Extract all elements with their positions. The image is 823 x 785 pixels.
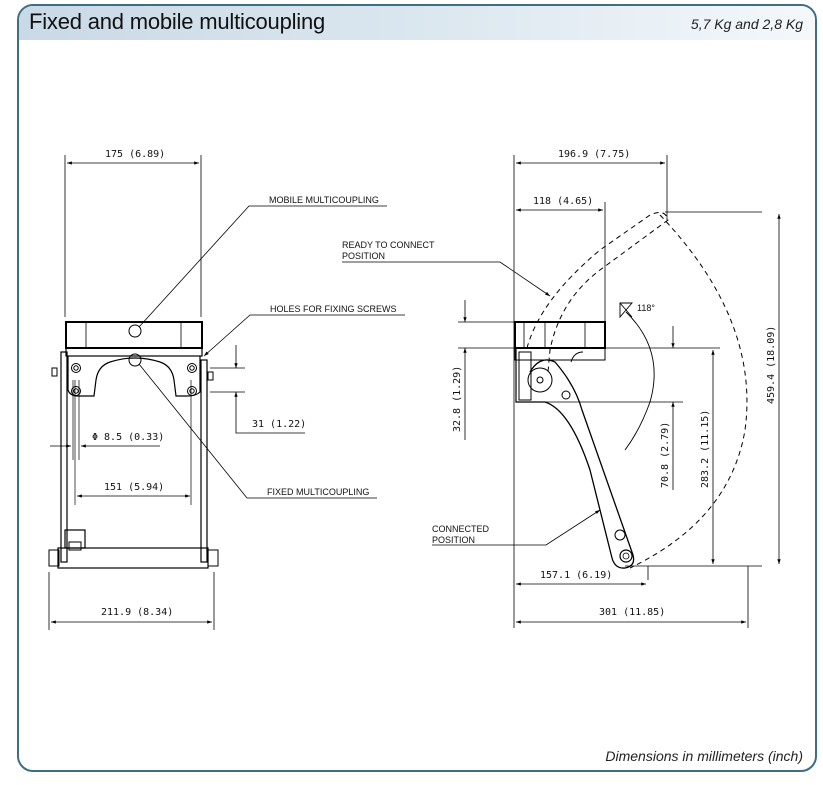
dim-157-1: 157.1 (6.19): [540, 570, 612, 581]
side-view: [342, 155, 781, 628]
dim-70-8: 70.8 (2.79): [660, 422, 671, 488]
fixed-hole: [128, 353, 142, 367]
dim-301: 301 (11.85): [599, 607, 665, 618]
header-bar: Fixed and mobile multicoupling 5,7 Kg an…: [19, 6, 815, 40]
angle-118: 118°: [637, 303, 655, 313]
leader-connected: [432, 509, 601, 546]
ready-position-outline: [526, 211, 669, 373]
callout-fixed-multicoupling: FIXED MULTICOUPLING: [267, 487, 369, 497]
leader-fixed: [138, 363, 377, 499]
callout-connected-line2: POSITION: [432, 535, 475, 545]
units-note: Dimensions in millimeters (inch): [605, 748, 803, 764]
leader-holes: [203, 314, 405, 357]
dim-32-8: 32.8 (1.29): [452, 366, 463, 432]
dim-283-2: 283.2 (11.15): [700, 410, 711, 488]
callout-ready-line2: POSITION: [342, 251, 385, 261]
swing-arc: [629, 214, 748, 569]
mobile-hole: [128, 324, 142, 338]
dim-175: 175 (6.89): [105, 149, 165, 160]
callout-mobile-multicoupling: MOBILE MULTICOUPLING: [269, 195, 379, 205]
dim-211-9: 211.9 (8.34): [101, 607, 173, 618]
lever-arm: [529, 359, 635, 569]
callout-ready-line1: READY TO CONNECT: [342, 240, 435, 250]
dim-31: 31 (1.22): [252, 419, 306, 430]
callout-holes-fixing-screws: HOLES FOR FIXING SCREWS: [270, 304, 397, 314]
angle-arc: [624, 311, 655, 451]
angle-symbol-icon: [619, 302, 633, 319]
leader-mobile: [138, 205, 387, 328]
leader-ready: [342, 261, 551, 297]
fixing-screw-holes: [71, 363, 197, 396]
callout-connected-line1: CONNECTED: [432, 524, 490, 534]
front-view: [48, 155, 405, 630]
dim-459-4: 459.4 (18.09): [766, 326, 777, 404]
drawing-frame: Fixed and mobile multicoupling 5,7 Kg an…: [17, 4, 817, 772]
dim-phi-8-5: Φ 8.5 (0.33): [92, 432, 164, 443]
dim-118: 118 (4.65): [533, 196, 593, 207]
dim-196-9: 196.9 (7.75): [558, 149, 630, 160]
handle-screw: [619, 549, 633, 563]
page-title: Fixed and mobile multicoupling: [29, 9, 326, 34]
weight-label: 5,7 Kg and 2,8 Kg: [690, 16, 803, 32]
dim-151: 151 (5.94): [104, 482, 164, 493]
pivot: [527, 367, 553, 393]
